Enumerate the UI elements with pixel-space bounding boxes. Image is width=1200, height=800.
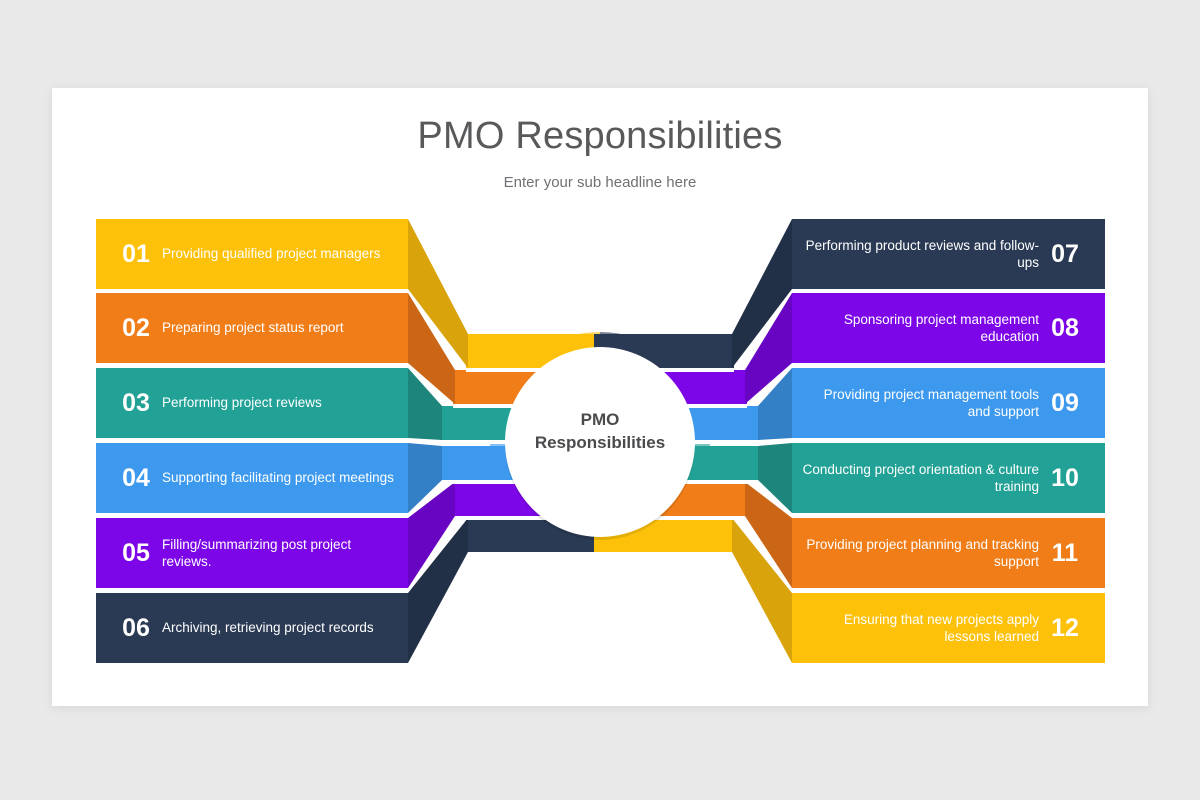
item-label: Preparing project status report: [162, 320, 344, 336]
page-title: PMO Responsibilities: [417, 115, 783, 157]
item-number: 01: [122, 239, 150, 268]
slide-header: PMO Responsibilities Enter your sub head…: [52, 88, 1148, 191]
item-label: Ensuring that new projects apply lessons…: [843, 611, 1039, 644]
hub-line-1: PMO: [580, 410, 620, 429]
page-subtitle: Enter your sub headline here: [503, 173, 697, 191]
item-label: Conducting project orientation & culture…: [802, 461, 1039, 494]
list-item[interactable]: 05 Filling/summarizing post project revi…: [96, 518, 408, 588]
hub-label: PMO Responsibilities: [505, 408, 695, 455]
item-label: Providing qualified project managers: [162, 246, 381, 262]
item-number: 03: [122, 388, 150, 417]
item-number: 04: [122, 463, 150, 492]
item-label: Providing project planning and tracking …: [806, 536, 1039, 569]
item-number: 06: [122, 613, 150, 642]
item-label: Supporting facilitating project meetings: [162, 470, 394, 486]
list-item[interactable]: 07 Performing product reviews and follow…: [792, 219, 1105, 289]
hub-line-2: Responsibilities: [534, 433, 666, 453]
list-item[interactable]: 10 Conducting project orientation & cult…: [792, 443, 1105, 513]
item-number: 07: [1051, 239, 1079, 268]
item-label: Providing project management tools and s…: [823, 386, 1039, 419]
list-item[interactable]: 08 Sponsoring project management educati…: [792, 293, 1105, 363]
list-item[interactable]: 11 Providing project planning and tracki…: [792, 518, 1105, 588]
item-label: Filling/summarizing post project reviews…: [162, 536, 352, 569]
list-item[interactable]: 01 Providing qualified project managers: [96, 219, 408, 289]
item-number: 12: [1051, 613, 1079, 642]
item-label: Performing project reviews: [162, 395, 322, 411]
list-item[interactable]: 02 Preparing project status report: [96, 293, 408, 363]
item-label: Archiving, retrieving project records: [162, 620, 374, 636]
item-number: 10: [1051, 463, 1079, 492]
item-number: 05: [122, 538, 150, 567]
list-item[interactable]: 06 Archiving, retrieving project records: [96, 593, 408, 663]
item-number: 08: [1051, 313, 1079, 342]
item-number: 02: [122, 313, 150, 342]
list-item[interactable]: 04 Supporting facilitating project meeti…: [96, 443, 408, 513]
list-item[interactable]: 09 Providing project management tools an…: [792, 368, 1105, 438]
item-label: Sponsoring project management education: [843, 311, 1039, 344]
list-item[interactable]: 12 Ensuring that new projects apply less…: [792, 593, 1105, 663]
list-item[interactable]: 03 Performing project reviews: [96, 368, 408, 438]
item-label: Performing product reviews and follow-up…: [805, 237, 1039, 270]
item-number: 11: [1051, 538, 1079, 567]
item-number: 09: [1051, 388, 1079, 417]
